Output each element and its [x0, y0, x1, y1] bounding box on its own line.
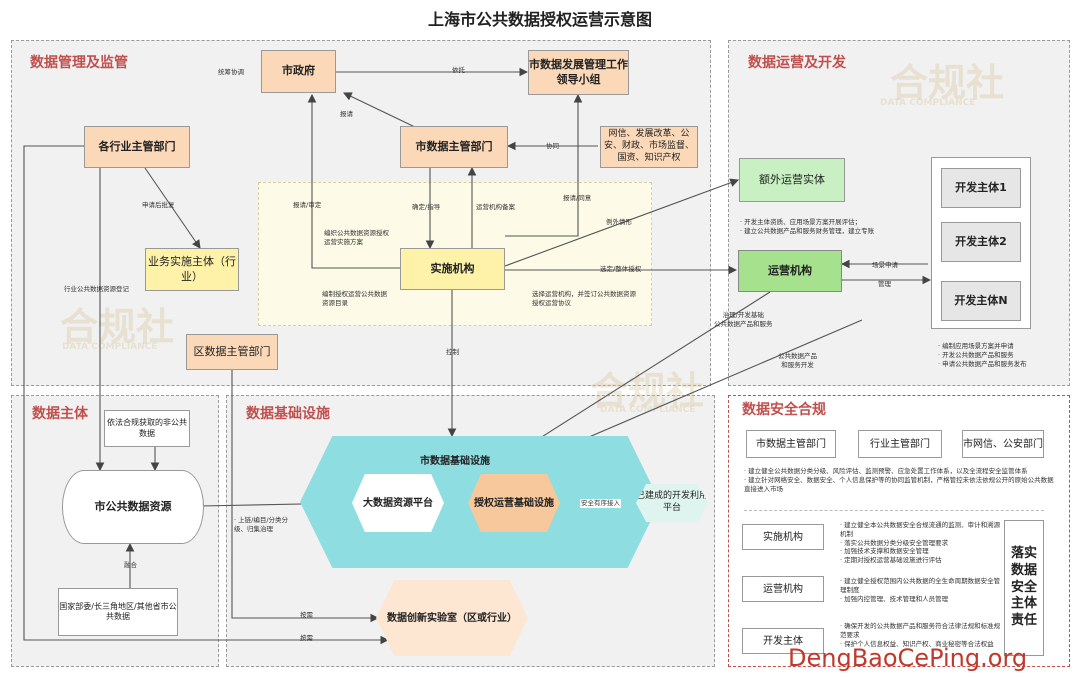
sec-responsibility: 落实数据安全主体责任	[1004, 520, 1044, 656]
city-infra-label: 市数据基础设施	[420, 456, 490, 467]
label-secure-access: 安全有序接入	[580, 499, 621, 508]
node-non-public[interactable]: 依法合规获取的非公共数据	[104, 410, 190, 447]
watermark-brand: 合规社	[60, 305, 175, 349]
region-title-ops: 数据运营及开发	[748, 55, 846, 71]
sec-row-text: · 确保开发的公共数据产品和服务符合法律法规和标准规范要求 · 保护个人信息权益…	[840, 622, 1001, 648]
node-impl-org[interactable]: 实施机构	[400, 248, 505, 290]
label-select-auth: 选定/整体授权	[600, 265, 642, 273]
page-title: 上海市公共数据授权运营示意图	[427, 10, 652, 29]
sec-role-city-data: 市数据主管部门	[746, 430, 836, 458]
node-district-dept[interactable]: 区数据主管部门	[186, 334, 278, 370]
watermark-sub: DATA COMPLIANCE	[62, 342, 158, 352]
node-leading-group[interactable]: 市数据发展管理工作领导小组	[528, 50, 629, 95]
sec-row-name: 开发主体	[742, 628, 824, 654]
label-manage: 管理	[878, 280, 891, 288]
label-compile-catalog: 编制授权运营公共数据资源目录	[322, 290, 387, 307]
sec-row-text: · 建立健全授权范围内公共数据的全生命周期数据安全管理制度 · 加强内控管理、技…	[840, 577, 1001, 603]
sec-role-cyber-police: 市网信、公安部门	[962, 430, 1044, 458]
label-dev-tasks-top: · 开发主体资质、应用场景方案开展评估； · 建立公共数据产品和服务财务管理，建…	[740, 218, 875, 235]
node-industry-dept[interactable]: 各行业主管部门	[84, 126, 190, 168]
label-aggregate: · 上链/编目/分类分 级、归集治理	[234, 516, 289, 533]
region-title-infra: 数据基础设施	[246, 406, 330, 422]
node-devn[interactable]: 开发主体N	[941, 281, 1021, 321]
label-on-demand: 按需	[300, 634, 313, 642]
node-city-gov[interactable]: 市政府	[261, 50, 336, 93]
node-lab[interactable]: 数据创新实验室（区或行业）	[376, 580, 528, 656]
label-compile-plan: 编织公共数据资源授权运营实施方案	[324, 229, 389, 246]
node-depts-group[interactable]: 网信、发展改革、公安、财政、市场监督、国资、知识产权	[600, 126, 698, 168]
region-title-security: 数据安全合规	[742, 402, 826, 418]
label-ops-filing: 运营机构备案	[476, 203, 515, 211]
node-business-entity[interactable]: 业务实施主体（行业）	[145, 248, 239, 291]
label-coordinate: 协同	[546, 142, 559, 150]
node-auth-infra[interactable]: 授权运营基础设施	[468, 474, 560, 532]
label-scene-apply: 场景申请	[872, 261, 898, 269]
label-industry-register: 行业公共数据资源登记	[64, 285, 129, 293]
label-confirm-guide: 确定/指导	[412, 203, 441, 211]
node-extra-entity[interactable]: 额外运营实体	[739, 158, 845, 202]
node-public-resource[interactable]: 市公共数据资源	[62, 470, 204, 544]
node-ops-org[interactable]: 运营机构	[738, 250, 842, 292]
node-city-data-dept[interactable]: 市数据主管部门	[400, 126, 508, 168]
sec-top-text: · 建立健全公共数据分类分级、风险评估、监测预警、应急处置工作体系，以及全流程安…	[744, 467, 1054, 493]
node-dev1[interactable]: 开发主体1	[941, 168, 1021, 208]
label-report: 报请	[340, 110, 353, 118]
label-on-demand: 按需	[300, 611, 313, 619]
sec-row-name: 实施机构	[742, 524, 824, 550]
watermark-sub: DATA COMPLIANCE	[600, 405, 696, 415]
label-report-review: 报请/审定	[293, 201, 322, 209]
label-report-agree: 报请/同意	[563, 194, 592, 202]
region-title-subject: 数据主体	[32, 406, 88, 422]
label-fuse: 融合	[124, 561, 137, 569]
watermark-sub: DATA COMPLIANCE	[880, 98, 976, 108]
label-public-products: 公共数据产品 和服务开发	[778, 352, 817, 369]
label-entrust: 依托	[452, 66, 465, 74]
label-govern: 治理/开发基础 公共数据产品和服务	[714, 311, 773, 328]
label-dev-tasks-bottom: · 编制应用场景方案并申请 · 开发公共数据产品和服务 · 申请公共数据产品和服…	[938, 342, 1027, 368]
label-overall: 统筹协调	[218, 68, 244, 76]
region-title-mgmt: 数据管理及监管	[30, 55, 128, 71]
node-built-platform[interactable]: 已建成的开发利用平台	[636, 484, 708, 522]
node-big-data-platform[interactable]: 大数据资源平台	[352, 474, 444, 532]
sec-divider	[744, 510, 1044, 511]
sec-row-name: 运营机构	[742, 576, 824, 602]
node-dev2[interactable]: 开发主体2	[941, 222, 1021, 262]
footer-site: DengBaoCePing.org	[788, 644, 1028, 672]
node-national-data[interactable]: 国家部委/长三角地区/其他省市公共数据	[58, 588, 178, 636]
label-apply-approve: 申请后批复	[142, 201, 175, 209]
label-control: 控制	[446, 348, 459, 356]
sec-role-industry: 行业主管部门	[858, 430, 942, 458]
label-exception: 例外情形	[606, 218, 632, 226]
sec-row-text: · 建立健全本公共数据安全合规流通的监测、审计和溯源机制 · 落实公共数据分类分…	[840, 521, 1001, 565]
watermark-brand: 合规社	[890, 61, 1005, 105]
watermark-brand: 合规社	[590, 369, 705, 413]
label-select-org: 选择运营机构，并签订公共数据资源授权运营协议	[532, 290, 636, 307]
